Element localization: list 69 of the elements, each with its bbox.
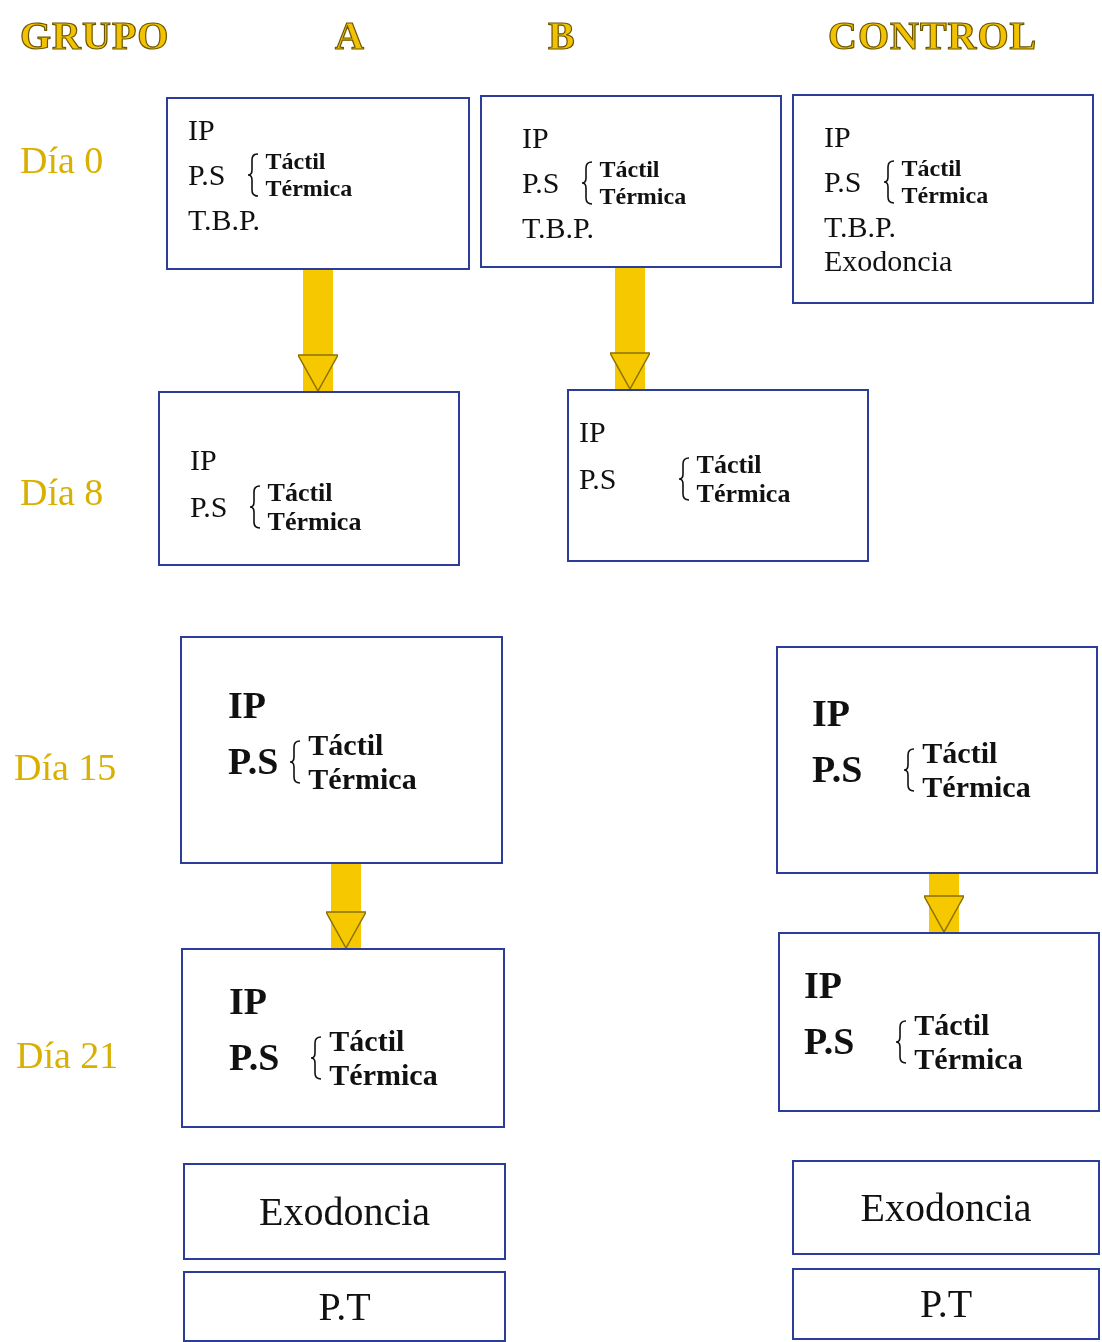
- box-text: IP: [824, 120, 852, 155]
- box-text: Táctil: [308, 727, 385, 763]
- process-box: [181, 948, 505, 1128]
- box-text: IP: [228, 684, 267, 728]
- box-text: P.S: [812, 748, 863, 793]
- box-text: P.T: [919, 1281, 973, 1327]
- process-box: [776, 646, 1098, 874]
- box-text: Táctil: [901, 154, 963, 183]
- box-text: P.S: [522, 165, 560, 201]
- box-text: Térmica: [265, 175, 353, 203]
- row-label: Día 15: [14, 745, 117, 789]
- box-text: Táctil: [922, 735, 999, 771]
- box-text: Táctil: [265, 147, 327, 176]
- column-heading: CONTROL: [828, 12, 1038, 59]
- box-text: Táctil: [329, 1023, 406, 1059]
- box-text: Térmica: [267, 507, 362, 538]
- box-text: P.S: [228, 740, 279, 785]
- box-text: IP: [190, 443, 218, 478]
- box-text: Térmica: [901, 182, 989, 210]
- process-box: [567, 389, 869, 562]
- box-text: IP: [804, 964, 843, 1008]
- box-text: Térmica: [329, 1058, 438, 1093]
- process-box: [480, 95, 782, 268]
- box-text: P.S: [190, 490, 228, 525]
- box-text: Térmica: [308, 762, 417, 797]
- box-text: Táctil: [267, 477, 334, 508]
- process-box: [183, 1163, 506, 1260]
- box-text: Táctil: [696, 449, 763, 480]
- box-text: IP: [579, 415, 607, 450]
- process-box: [792, 1160, 1100, 1255]
- box-text: IP: [188, 113, 216, 148]
- box-text: P.S: [824, 164, 862, 200]
- box-text: P.T: [318, 1283, 371, 1330]
- box-text: Exodoncia: [258, 1188, 431, 1235]
- box-text: Exodoncia: [824, 244, 954, 279]
- block-arrow: [325, 864, 367, 949]
- process-box: [778, 932, 1100, 1112]
- process-box: [166, 97, 470, 270]
- box-text: Térmica: [599, 183, 687, 211]
- block-arrow: [297, 270, 339, 392]
- block-arrow: [609, 268, 651, 390]
- process-box: [792, 1268, 1100, 1340]
- process-box: [158, 391, 460, 566]
- box-text: IP: [522, 121, 550, 156]
- process-box: [792, 94, 1094, 304]
- box-text: P.S: [229, 1036, 280, 1081]
- column-heading: A: [335, 12, 365, 59]
- box-text: IP: [229, 980, 268, 1024]
- column-heading: GRUPO: [20, 12, 170, 59]
- box-text: Táctil: [599, 155, 661, 184]
- box-text: P.S: [188, 157, 226, 193]
- box-text: Térmica: [914, 1042, 1023, 1077]
- box-text: Térmica: [922, 770, 1031, 805]
- process-box: [180, 636, 503, 864]
- row-label: Día 8: [20, 470, 104, 514]
- box-text: IP: [812, 692, 851, 736]
- box-text: T.B.P.: [824, 209, 897, 245]
- row-label: Día 21: [16, 1033, 119, 1077]
- process-box: [183, 1271, 506, 1342]
- box-text: Térmica: [696, 479, 791, 510]
- box-text: P.S: [579, 462, 617, 497]
- row-label: Día 0: [20, 138, 104, 182]
- box-text: Exodoncia: [860, 1184, 1032, 1231]
- box-text: T.B.P.: [522, 210, 595, 246]
- box-text: T.B.P.: [188, 202, 261, 238]
- box-text: Táctil: [914, 1007, 991, 1043]
- block-arrow: [923, 874, 965, 933]
- box-text: P.S: [804, 1020, 855, 1065]
- column-heading: B: [548, 12, 576, 59]
